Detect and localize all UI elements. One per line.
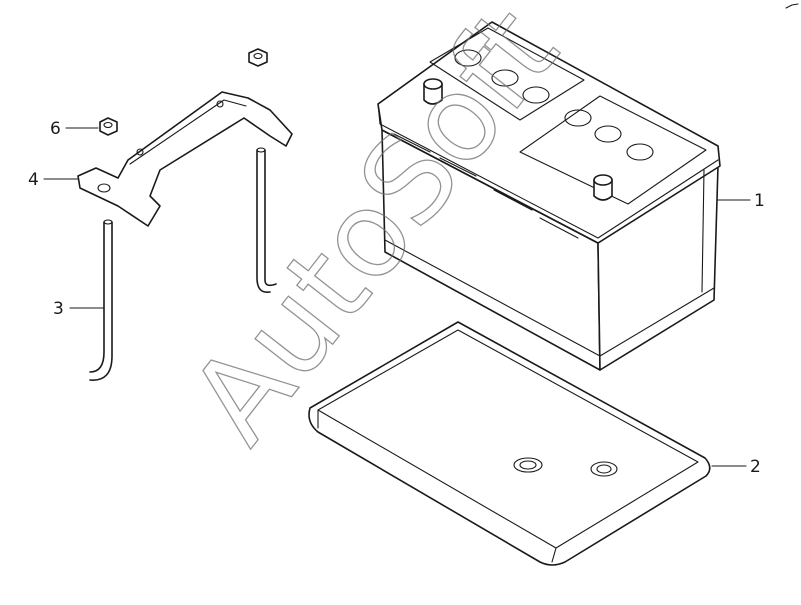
j-bolt-right — [256, 147, 277, 294]
callout-1: 1 — [754, 191, 765, 211]
battery — [377, 21, 721, 371]
leader-lines — [43, 127, 751, 467]
callout-2: 2 — [750, 457, 761, 477]
callout-6: 6 — [50, 119, 61, 139]
corner-mark — [785, 3, 799, 9]
callout-4: 4 — [28, 170, 39, 190]
j-bolt-left — [89, 219, 113, 381]
battery-tray — [308, 321, 711, 566]
nut-upper — [248, 48, 268, 67]
nut-near-bracket — [99, 117, 118, 136]
callout-3: 3 — [53, 299, 64, 319]
hold-down-bracket — [77, 91, 293, 227]
